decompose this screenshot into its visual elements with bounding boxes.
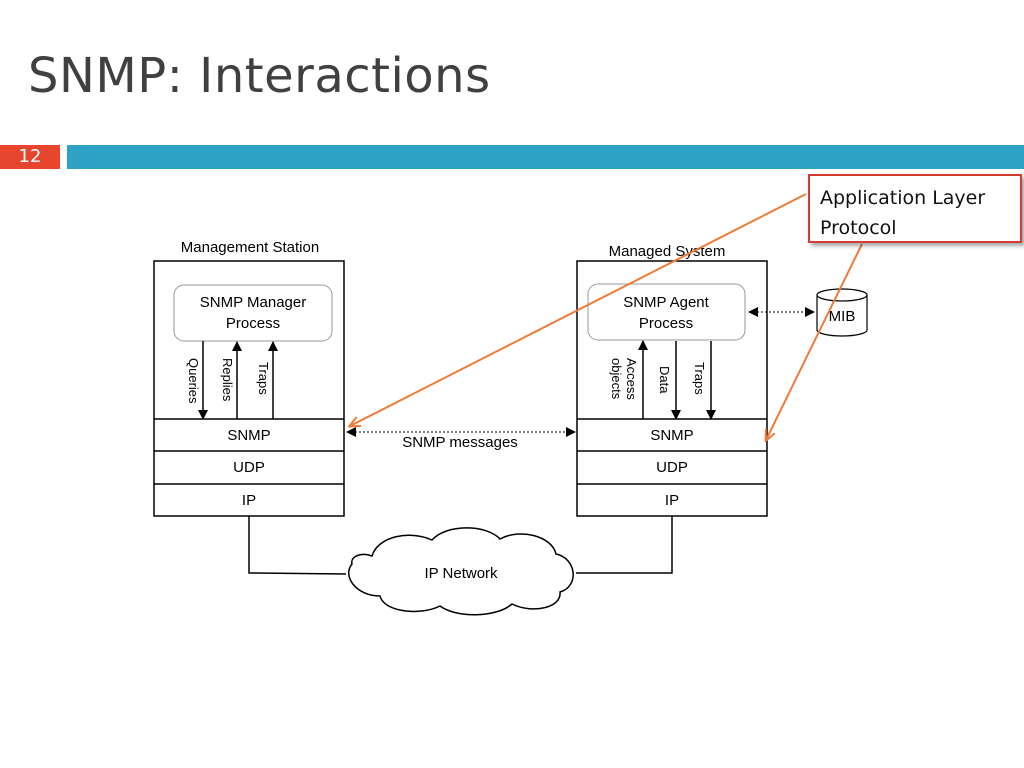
agent-process-line1: SNMP Agent [623,294,709,311]
system-layer-udp: UDP [656,459,688,476]
callout-line1: Application Layer [820,187,986,209]
manager-process-line2: Process [226,315,280,332]
traps-label-manager: Traps [256,362,271,395]
snmp-messages-label: SNMP messages [402,434,518,451]
traps-label-agent: Traps [692,362,707,395]
mib-label: MIB [829,308,856,325]
station-layer-ip: IP [242,492,256,509]
callout-arrow-to-manager-snmp [350,193,807,426]
manager-process-line1: SNMP Manager [200,294,306,311]
objects-label: objects [609,358,624,400]
agent-process-line2: Process [639,315,693,332]
management-station-label: Management Station [181,239,319,256]
queries-label: Queries [186,358,201,404]
ip-network-cloud-icon [347,527,574,616]
station-layer-udp: UDP [233,459,265,476]
ip-network-label: IP Network [424,565,498,582]
slide-title: SNMP: Interactions [28,48,491,104]
manager-process-box [173,284,333,342]
application-layer-callout: Application Layer Protocol [808,174,1022,243]
data-label: Data [657,366,672,394]
system-layer-snmp: SNMP [650,427,693,444]
station-network-link [248,516,347,575]
access-label: Access [624,358,639,400]
replies-label: Replies [220,358,235,402]
agent-process-box [587,283,746,341]
callout-arrow-to-agent-snmp [766,243,863,440]
station-layer-snmp: SNMP [227,427,270,444]
slide-number: 12 [0,145,60,169]
callout-line2: Protocol [820,217,897,239]
system-layer-ip: IP [665,492,679,509]
title-divider-bar [67,145,1024,169]
system-network-link [576,516,673,574]
managed-system-label: Managed System [609,243,726,260]
